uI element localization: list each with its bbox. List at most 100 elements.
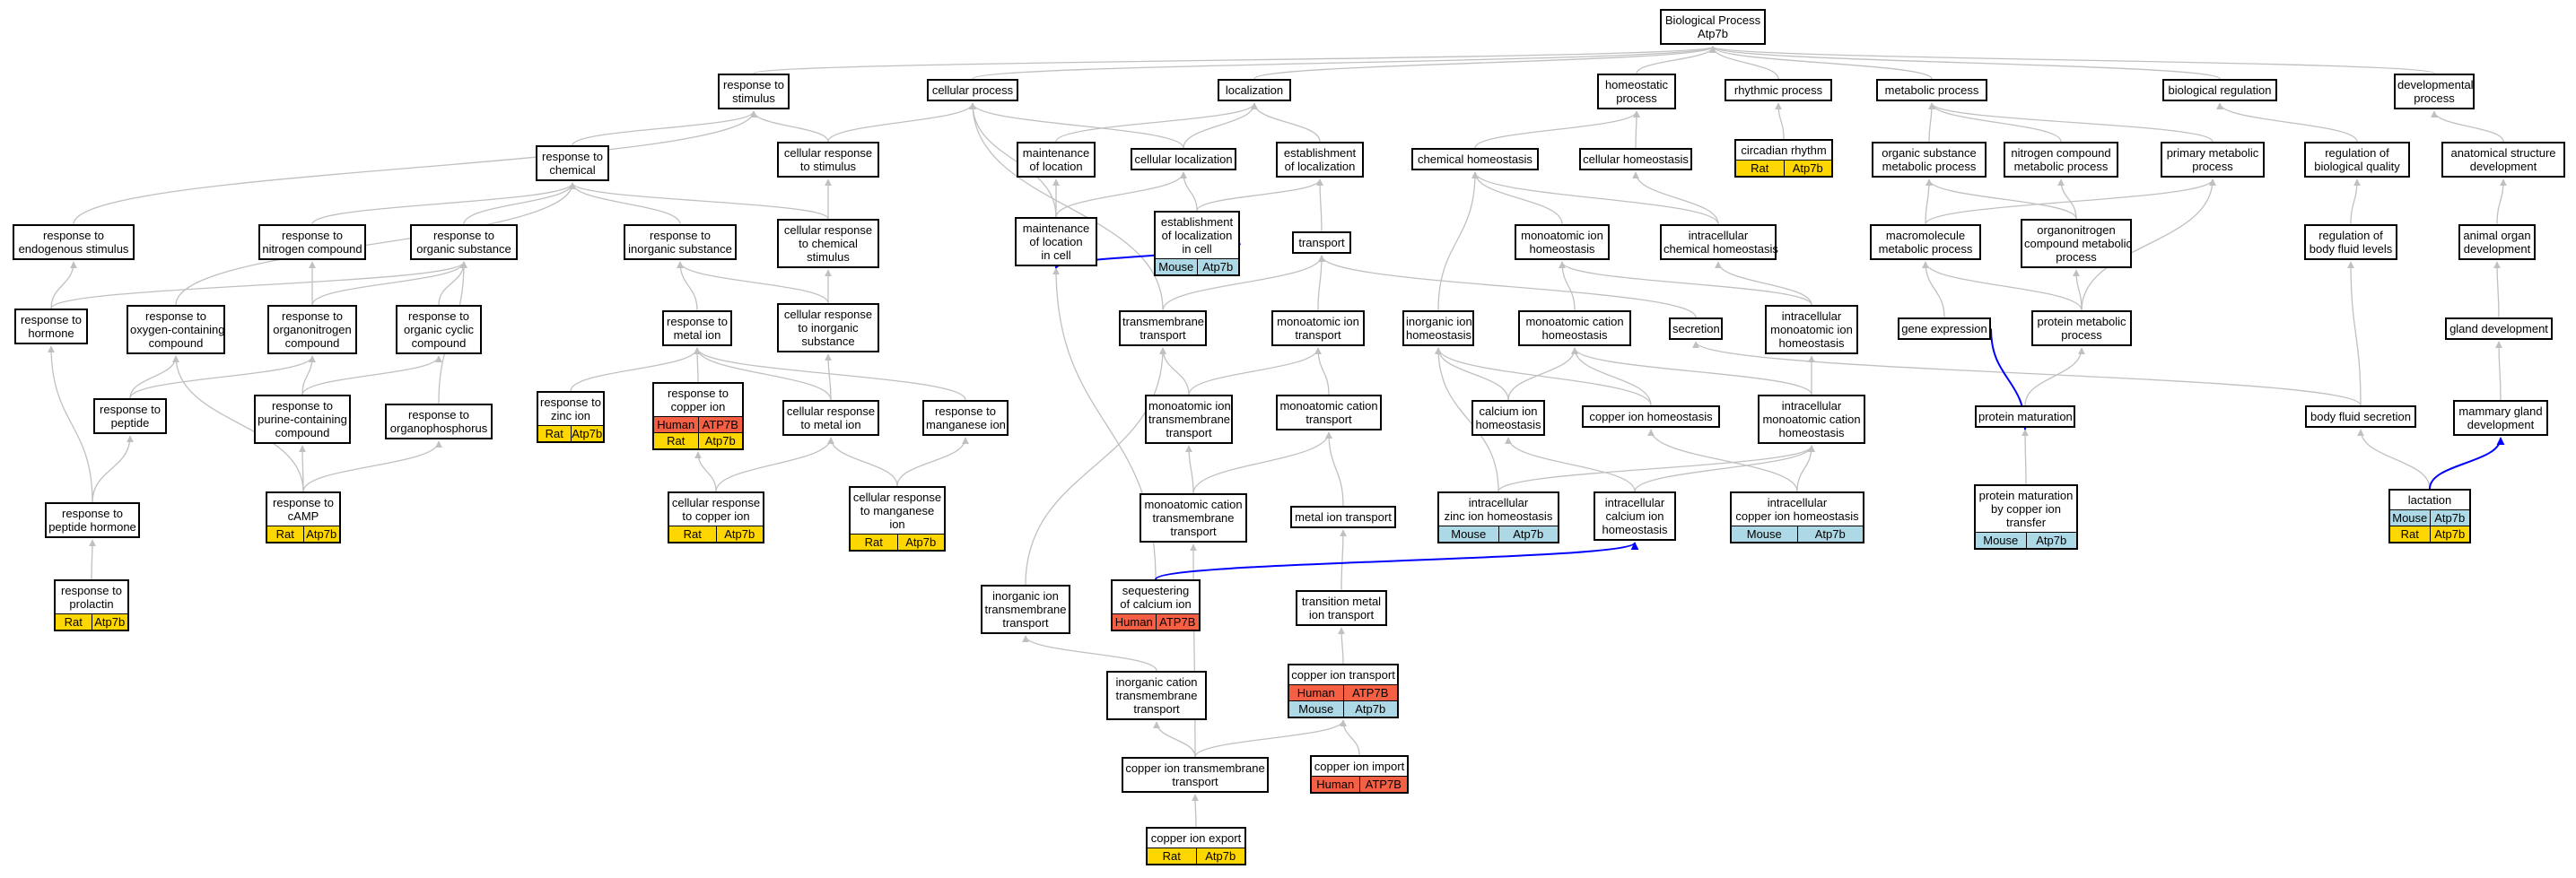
go-term-maint-loc-cell[interactable]: maintenance of location in cell	[1015, 217, 1097, 266]
go-term-cell-proc[interactable]: cellular process	[927, 79, 1018, 101]
go-term-prim-met[interactable]: primary metabolic process	[2161, 142, 2265, 178]
go-term-intra-chem-homeo[interactable]: intracellular chemical homeostasis	[1660, 224, 1778, 260]
go-term-cell-resp-chem[interactable]: cellular response to chemical stimulus	[777, 219, 879, 268]
go-term-resp-organonitro[interactable]: response to organonitrogen compound	[267, 305, 357, 354]
go-term-estab-loc[interactable]: establishment of localization	[1276, 142, 1364, 178]
go-term-secretion[interactable]: secretion	[1669, 317, 1723, 340]
go-term-cell-homeo[interactable]: cellular homeostasis	[1579, 148, 1692, 170]
term-label: inorganic ion transmembrane transport	[984, 589, 1067, 630]
is-a-edge	[1025, 347, 1166, 586]
go-term-mono-ion-homeo[interactable]: monoatomic ion homeostasis	[1515, 224, 1610, 260]
go-term-mono-ion-tm[interactable]: monoatomic ion transmembrane transport	[1145, 395, 1233, 444]
go-term-reg-body-fluid[interactable]: regulation of body fluid levels	[2304, 224, 2397, 260]
term-label: maintenance of location in cell	[1022, 222, 1090, 262]
is-a-edge	[1505, 437, 1636, 492]
go-term-resp-organophos[interactable]: response to organophosphorus	[385, 404, 493, 439]
go-term-resp-manganese[interactable]: response to manganese ion	[922, 400, 1009, 436]
go-term-reg-bio-qual[interactable]: regulation of biological quality	[2304, 142, 2410, 178]
go-term-developmental[interactable]: developmental process	[2394, 74, 2475, 109]
go-term-maint-loc[interactable]: maintenance of location	[1017, 142, 1096, 178]
is-a-edge	[1194, 719, 1347, 758]
species-cell: Rat	[1751, 161, 1769, 175]
term-label: macromolecule metabolic process	[1878, 229, 1973, 256]
is-a-edge	[1507, 347, 1578, 401]
go-term-resp-chem[interactable]: response to chemical	[536, 145, 609, 181]
is-a-edge	[969, 102, 1184, 149]
go-term-inorg-cation-tm[interactable]: inorganic cation transmembrane transport	[1106, 671, 1207, 720]
go-term-trans-metal-transport[interactable]: transition metal ion transport	[1296, 590, 1387, 626]
go-term-chem-homeo[interactable]: chemical homeostasis	[1411, 148, 1539, 170]
go-term-cell-loc[interactable]: cellular localization	[1131, 148, 1236, 170]
go-term-mammary-dev[interactable]: mammary gland development	[2453, 400, 2548, 436]
go-term-bioreg[interactable]: biological regulation	[2162, 79, 2277, 101]
go-term-metabolic[interactable]: metabolic process	[1876, 79, 1987, 101]
go-term-resp-nitro[interactable]: response to nitrogen compound	[258, 224, 366, 260]
go-term-resp-peptide-hormone[interactable]: response to peptide hormone	[45, 502, 140, 538]
go-term-resp-metal[interactable]: response to metal ion	[662, 310, 732, 346]
go-term-resp-peptide[interactable]: response to peptide	[93, 398, 167, 434]
go-term-cell-resp-inorg[interactable]: cellular response to inorganic substance	[777, 303, 879, 352]
go-term-resp-inorg[interactable]: response to inorganic substance	[624, 224, 737, 260]
go-term-resp-hormone[interactable]: response to hormone	[14, 309, 88, 344]
go-term-resp-org-cyclic[interactable]: response to organic cyclic compound	[396, 305, 482, 354]
go-term-organonitro-met[interactable]: organonitrogen compound metabolic proces…	[2021, 219, 2132, 268]
go-term-resp-org[interactable]: response to organic substance	[410, 224, 518, 260]
go-term-mono-cation-tm[interactable]: monoatomic cation transmembrane transpor…	[1140, 493, 1247, 543]
go-term-transmembrane[interactable]: transmembrane transport	[1119, 310, 1207, 346]
go-term-calcium-homeo[interactable]: calcium ion homeostasis	[1471, 400, 1545, 436]
go-term-gland-dev[interactable]: gland development	[2445, 317, 2553, 340]
go-term-protein-mat-copper[interactable]: protein maturation by copper ion transfe…	[1974, 484, 2078, 550]
go-term-transport[interactable]: transport	[1292, 231, 1351, 254]
go-term-gene-expr[interactable]: gene expression	[1898, 317, 1991, 340]
go-term-resp-oxy[interactable]: response to oxygen-containing compound	[127, 305, 225, 354]
go-term-root[interactable]: Biological Process Atp7b	[1660, 9, 1766, 45]
go-term-body-fluid-sec[interactable]: body fluid secretion	[2305, 405, 2416, 428]
go-term-resp-purine[interactable]: response to purine-containing compound	[254, 395, 351, 444]
is-a-edge	[1709, 46, 1933, 80]
go-term-metal-ion-transport[interactable]: metal ion transport	[1290, 506, 1396, 528]
species-cell: Mouse	[1158, 260, 1194, 274]
go-term-mono-cation-homeo[interactable]: monoatomic cation homeostasis	[1518, 310, 1631, 346]
go-term-copper-tm[interactable]: copper ion transmembrane transport	[1122, 757, 1269, 793]
go-term-intra-mono-ion-homeo[interactable]: intracellular monoatomic ion homeostasis	[1765, 305, 1858, 354]
go-term-protein-mat[interactable]: protein maturation	[1975, 405, 2075, 428]
go-term-nitro-met[interactable]: nitrogen compound metabolic process	[2004, 142, 2118, 178]
is-a-edge	[1253, 46, 1716, 80]
go-term-mono-cation-transport[interactable]: monoatomic cation transport	[1276, 395, 1382, 430]
term-label: response to hormone	[21, 313, 82, 340]
go-term-homeostatic[interactable]: homeostatic process	[1597, 74, 1676, 109]
go-term-animal-organ-dev[interactable]: animal organ development	[2458, 224, 2536, 260]
go-term-localization[interactable]: localization	[1218, 79, 1291, 101]
go-term-inorg-ion-homeo[interactable]: inorganic ion homeostasis	[1402, 310, 1474, 346]
go-term-anat-dev[interactable]: anatomical structure development	[2441, 142, 2565, 178]
go-term-mono-ion-transport[interactable]: monoatomic ion transport	[1271, 310, 1365, 346]
go-term-cell-resp-stim[interactable]: cellular response to stimulus	[777, 142, 879, 178]
go-term-intra-calcium-homeo[interactable]: intracellular calcium ion homeostasis	[1594, 491, 1676, 541]
go-term-intra-mono-cation-homeo[interactable]: intracellular monoatomic cation homeosta…	[1758, 395, 1865, 444]
go-term-protein-met[interactable]: protein metabolic process	[2031, 310, 2132, 346]
is-a-edge	[2495, 341, 2503, 401]
go-term-org-sub-met[interactable]: organic substance metabolic process	[1872, 142, 1987, 178]
go-term-macro-met[interactable]: macromolecule metabolic process	[1870, 224, 1981, 260]
go-term-inorg-ion-tm[interactable]: inorganic ion transmembrane transport	[981, 585, 1070, 634]
go-term-rhythmic[interactable]: rhythmic process	[1725, 79, 1832, 101]
go-term-resp-endo[interactable]: response to endogenous stimulus	[13, 224, 135, 260]
go-term-copper-homeo[interactable]: copper ion homeostasis	[1582, 405, 1720, 428]
go-term-resp-stim[interactable]: response to stimulus	[718, 74, 790, 109]
go-term-cell-resp-metal[interactable]: cellular response to metal ion	[782, 400, 879, 436]
